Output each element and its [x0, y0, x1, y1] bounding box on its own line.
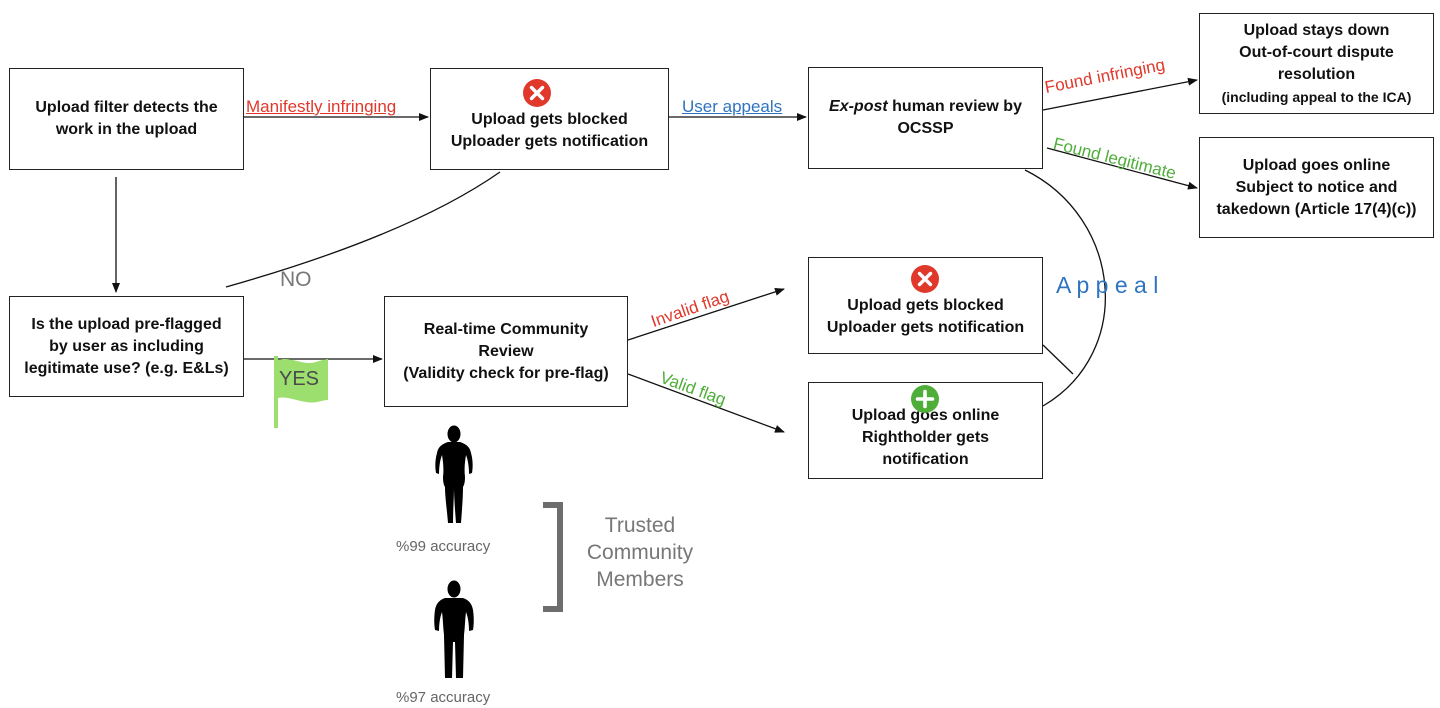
review-line-2: OCSSP: [897, 120, 954, 137]
blocked2-line-2: Uploader gets notification: [826, 318, 1025, 336]
arrow-review-to-goesonline: [1046, 147, 1198, 190]
review-emphasis: Ex-post: [829, 98, 888, 115]
preflag-line-3: legitimate use? (e.g. E&Ls): [24, 359, 229, 377]
appeal-connector: [1042, 344, 1074, 375]
review-box: Ex-post human review by OCSSP: [808, 67, 1043, 169]
online2-line-1: Upload goes online: [851, 406, 1000, 424]
appeal-curve: [1024, 169, 1106, 407]
trusted-line-3: Members: [596, 568, 684, 591]
x-circle-icon: [523, 79, 551, 107]
filter-box: Upload filter detects the work in the up…: [9, 68, 244, 170]
staysdown-line-4: (including appeal to the ICA): [1221, 88, 1412, 105]
label-manifestly-infringing: Manifestly infringing: [246, 97, 397, 116]
blocked-box: Upload gets blocked Uploader gets notifi…: [430, 68, 669, 170]
blocked-line-2: Uploader gets notification: [450, 133, 649, 150]
staysdown-line-2: Out-of-court dispute: [1239, 43, 1394, 61]
filter-line-1: Upload filter detects the: [35, 99, 218, 116]
staysdown-line-3: resolution: [1277, 65, 1356, 83]
review-line-1: Ex-post human review by: [829, 96, 1022, 118]
blocked2-line-1: Upload gets blocked: [847, 296, 1004, 314]
community-line-3: (Validity check for pre-flag): [403, 364, 609, 382]
goesonline-line-2: Subject to notice and: [1235, 178, 1398, 196]
person-silhouette-icon: [434, 580, 474, 678]
label-yes: YES: [279, 368, 320, 390]
review-line-1-rest: human review by: [887, 98, 1022, 115]
arrow-community-to-blocked2: [627, 287, 785, 341]
blocked-line-1: Upload gets blocked: [471, 111, 628, 128]
staysdown-line-1: Upload stays down: [1243, 21, 1390, 39]
preflag-line-2: by user as including: [49, 337, 204, 355]
online2-line-2: Rightholder gets: [861, 428, 990, 446]
label-no: NO: [280, 268, 312, 291]
accuracy-97: %97 accuracy: [396, 689, 491, 706]
plus-circle-icon: [911, 385, 939, 413]
flag-icon: [274, 356, 328, 428]
staysdown-box: Upload stays down Out-of-court dispute r…: [1199, 13, 1434, 114]
arrow-community-to-online2: [627, 373, 785, 433]
goesonline-line-1: Upload goes online: [1242, 156, 1391, 174]
online2-box: Upload goes online Rightholder gets noti…: [808, 382, 1043, 479]
community-line-2: Review: [478, 342, 534, 360]
preflag-line-1: Is the upload pre-flagged: [31, 315, 222, 333]
trusted-line-2: Community: [586, 541, 694, 564]
x-circle-icon: [911, 265, 939, 293]
trusted-line-1: Trusted: [604, 514, 676, 537]
person-silhouette-icon: [435, 425, 473, 523]
trusted-community-label: Trusted Community Members: [570, 512, 710, 593]
arrow-review-to-staysdown: [1042, 77, 1198, 111]
label-appeal: A p p e a l: [1056, 272, 1159, 298]
goesonline-line-3: takedown (Article 17(4)(c)): [1216, 200, 1417, 218]
no-path-curve: [225, 171, 501, 288]
goesonline-box: Upload goes online Subject to notice and…: [1199, 137, 1434, 238]
filter-line-2: work in the upload: [55, 121, 198, 138]
accuracy-99: %99 accuracy: [396, 538, 491, 555]
community-box: Real-time Community Review (Validity che…: [384, 296, 628, 407]
preflag-box: Is the upload pre-flagged by user as inc…: [9, 296, 244, 397]
online2-line-3: notification: [882, 450, 969, 468]
trusted-bracket: [543, 502, 563, 612]
blocked2-box: Upload gets blocked Uploader gets notifi…: [808, 257, 1043, 354]
community-line-1: Real-time Community: [423, 320, 589, 338]
label-user-appeals: User appeals: [682, 97, 783, 116]
